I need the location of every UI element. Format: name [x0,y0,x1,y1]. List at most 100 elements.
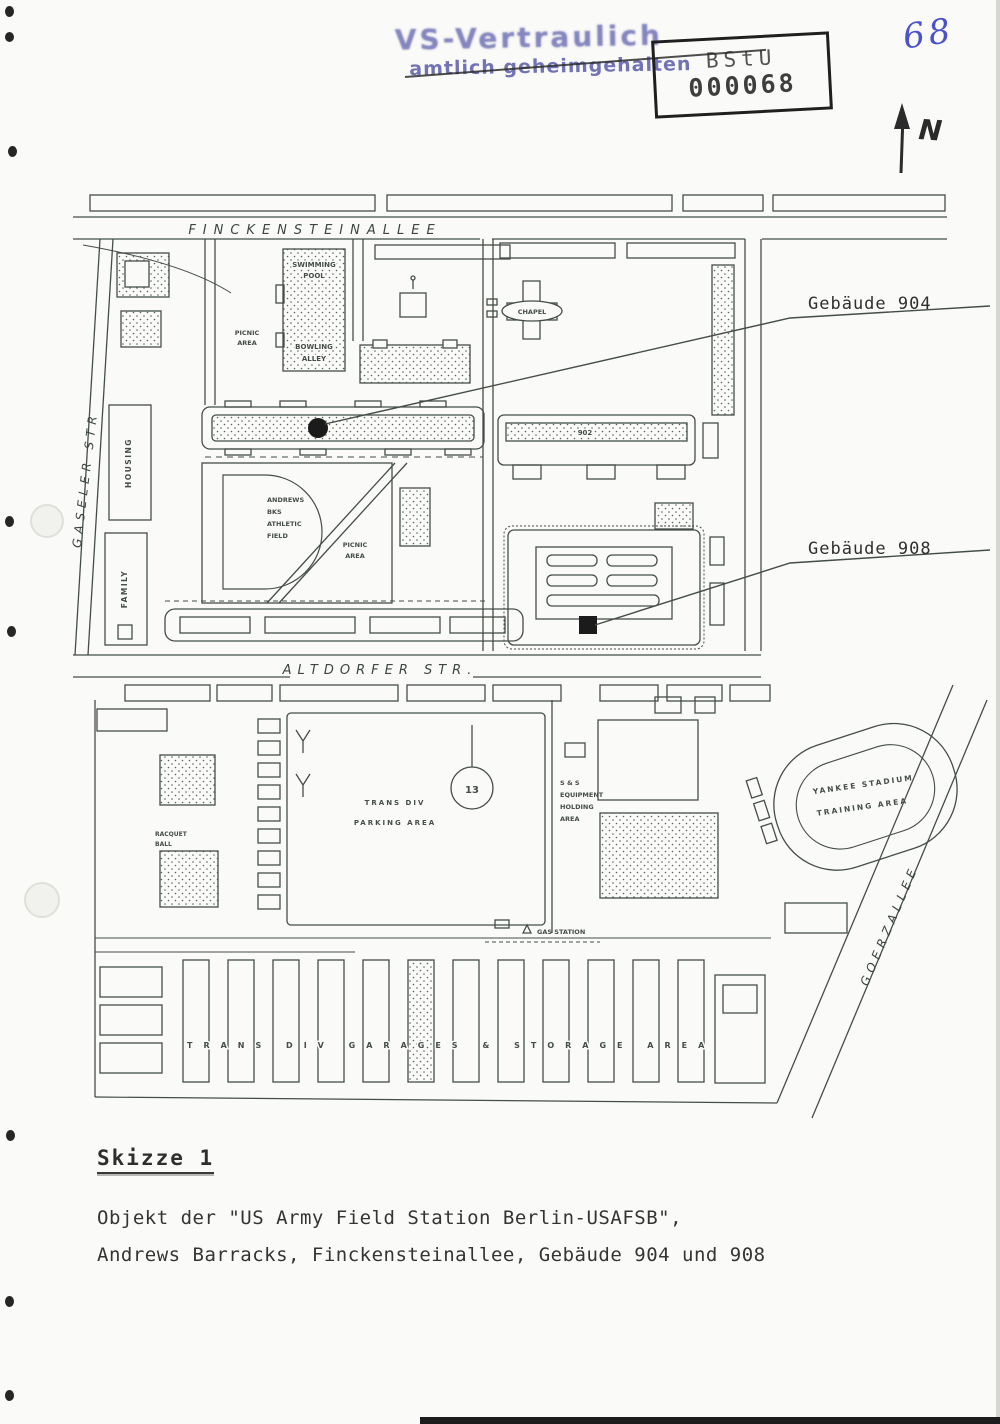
housing-label: HOUSING [124,438,133,488]
athletic-field-label-2: BKS [267,508,282,516]
north-label: N [918,113,944,148]
building-904-marker-dot [308,418,328,438]
building-mess-hall [359,339,471,384]
punch-hole-shadow [30,504,64,538]
scan-edge-bottom [420,1417,1000,1424]
east-campus-block: CHAPEL 902 [486,242,736,650]
punch-hole [5,1390,14,1401]
swimming-pool-label-1: SWIMMING [292,261,336,269]
yankee-stadium-label-1: YANKEE STADIUM [811,773,914,796]
building [711,264,735,416]
north-building-row [89,194,946,212]
picnic-area-west-label-2: AREA [237,339,257,347]
caption: Skizze 1 Objekt der "US Army Field Stati… [97,1146,766,1274]
caption-line2: Andrews Barracks, Finckensteinallee, Geb… [97,1244,766,1266]
family-label: FAMILY [120,570,129,608]
building [654,502,694,530]
punch-hole [5,516,14,527]
ss-equipment-label-2: EQUIPMENT [560,791,604,799]
street-label-altdorfer: ALTDORFER STR. [282,663,478,678]
street-altdorfer: ALTDORFER STR. [73,654,761,678]
building [564,742,586,758]
north-arrow-head [894,103,910,129]
building [159,754,216,806]
picnic-area-field-label-1: PICNIC [343,541,368,549]
ss-equipment-label-4: AREA [560,815,580,823]
building-housing [108,404,152,521]
athletic-field-label-4: FIELD [267,532,288,540]
swimming-pool-label-2: POOL [303,272,325,280]
building [654,696,682,714]
punch-hole-shadow [24,882,60,918]
building-swimming-pool-bowling-alley: SWIMMING POOL BOWLING ALLEY [275,248,346,372]
annotations: Gebäude 904 Gebäude 908 [324,294,991,626]
athletic-field: ANDREWS BKS ATHLETIC FIELD [201,462,408,604]
gas-station: GAS STATION [485,919,600,943]
leader-line-904 [324,305,991,425]
bowling-alley-label-1: BOWLING [295,343,333,351]
building [399,292,427,318]
chapel-label: CHAPEL [518,308,547,316]
street-finckensteinallee: FINCKENSTEINALLEE [73,216,947,240]
building [709,536,725,566]
building [597,719,699,801]
building-902: 902 [497,414,696,480]
punch-hole [5,6,14,17]
punch-hole [7,626,16,637]
ss-equipment-label-1: S & S [560,779,580,787]
garage-stalls [257,718,281,910]
gas-station-label: GAS STATION [537,928,585,936]
street-goerzallee: GOERZALLEE [776,684,988,1119]
west-campus-block: HOUSING FAMILY SWIMMING POOL BOWLING ALL… [82,239,524,646]
building-908-marker-square [579,616,597,634]
handwritten-page-number: 68 [900,10,957,58]
site-map: FINCKENSTEINALLEE GASELER STR HOUSING FA… [70,194,991,1119]
antenna-icon [295,773,311,797]
street-gaseler: GASELER STR [70,238,114,656]
building [702,422,719,459]
building-904 [201,400,485,456]
building [599,812,719,899]
antenna-icon [295,729,311,753]
building [709,582,725,626]
ss-equipment-label-3: HOLDING [560,803,594,811]
punch-hole [6,1130,15,1141]
scan-edge [996,0,1000,1424]
garage-rows: TRANS DIV GARAGES & STORAGE AREA [99,959,766,1084]
yankee-stadium-label-2: TRAINING AREA [816,796,908,818]
building [399,487,431,547]
building-908 [503,525,705,650]
building-south-barracks [164,600,524,642]
bstu-stamp: BStU 000068 [651,31,833,119]
gebaeude-908-label: Gebäude 908 [808,539,932,559]
yankee-stadium: YANKEE STADIUM TRAINING AREA [745,722,958,934]
trans-div-parking-area: TRANS DIV PARKING AREA 13 [286,712,546,926]
street-label-goerzallee: GOERZALLEE [858,863,922,988]
caption-line1: Objekt der "US Army Field Station Berlin… [97,1207,683,1229]
racquet-ball-label-1: RACQUET [155,831,188,838]
garages-row-label: TRANS DIV GARAGES & STORAGE AREA [187,1041,715,1050]
south-section: RACQUET BALL TRANS DIV PARKING AREA 13 [94,684,988,1119]
punch-hole [5,1296,14,1307]
circle-13-label: 13 [465,785,479,796]
athletic-field-label-3: ATHLETIC [267,520,302,528]
racquet-ball-label-2: BALL [155,841,172,848]
street-label-finckensteinallee: FINCKENSTEINALLEE [188,223,441,238]
gebaeude-904-label: Gebäude 904 [808,294,932,314]
building-902-label: 902 [578,429,593,437]
parking-label-2: PARKING AREA [354,819,436,827]
building-family [104,532,148,646]
picnic-area-west-label-1: PICNIC [235,329,260,337]
punch-hole [5,32,14,42]
parking-label-1: TRANS DIV [365,799,426,807]
building [124,260,150,288]
building [96,708,168,732]
picnic-area-field-label-2: AREA [345,552,365,560]
bowling-alley-label-2: ALLEY [302,355,327,363]
building [120,310,162,348]
leader-line-908 [594,549,991,626]
building-chapel: CHAPEL [486,280,563,340]
north-arrow: N [894,103,944,174]
building [694,696,716,714]
